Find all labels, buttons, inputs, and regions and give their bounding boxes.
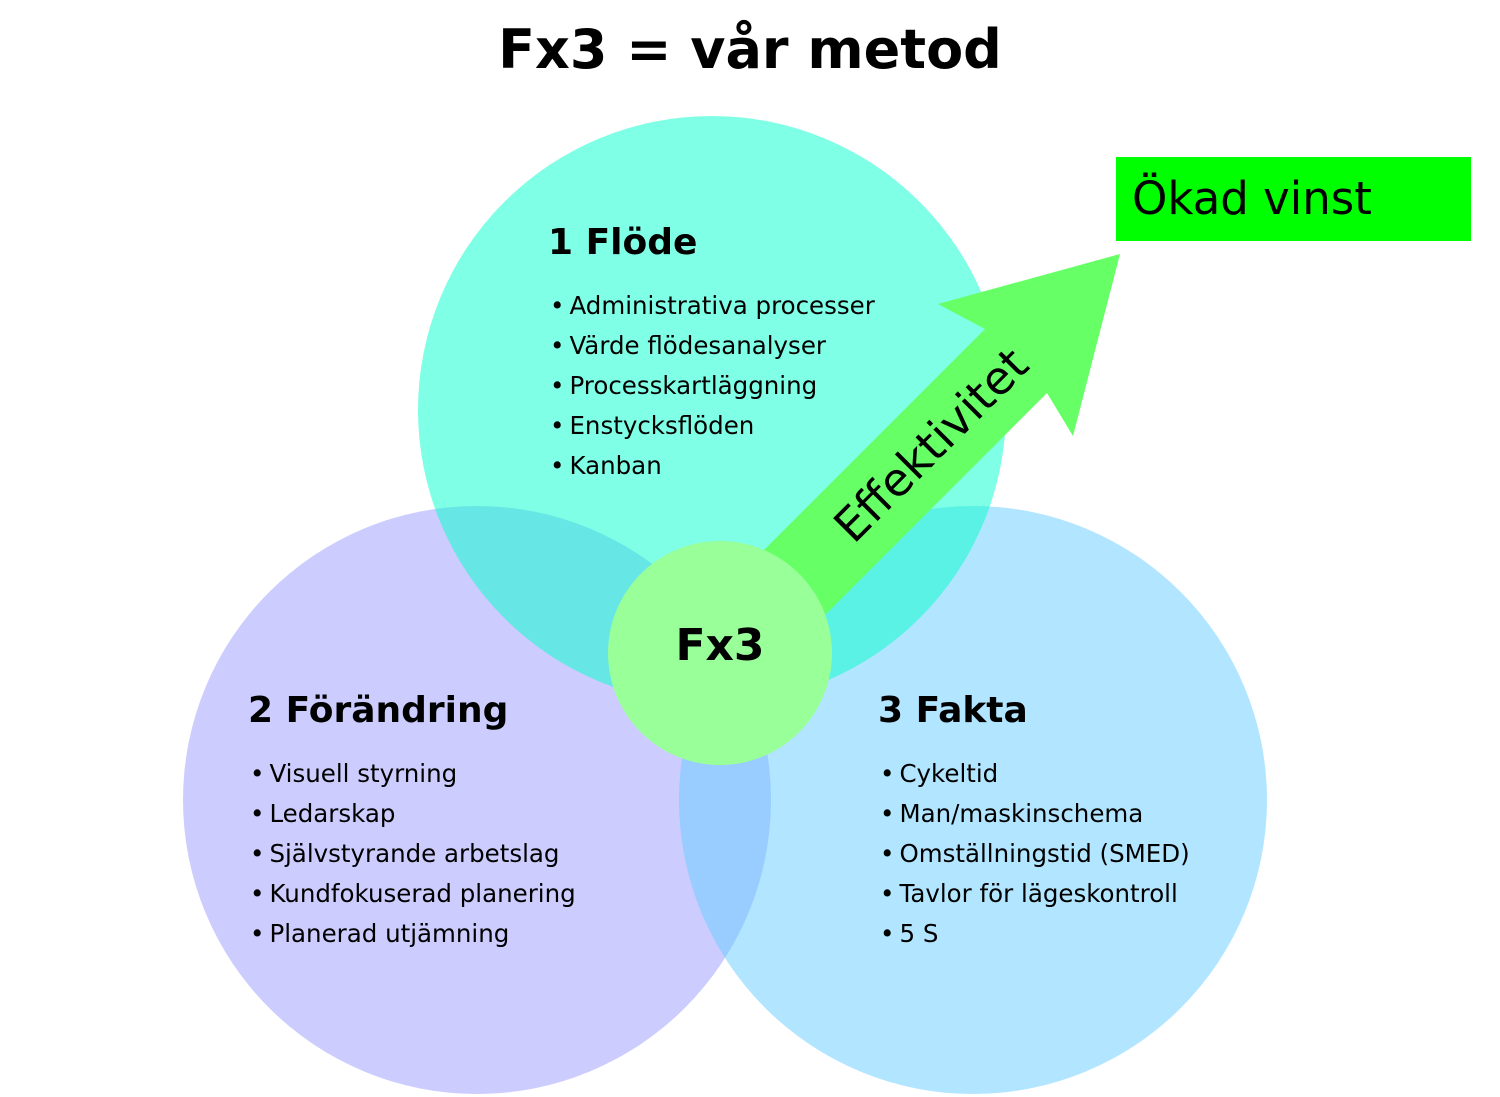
list-item: Kanban <box>550 446 875 486</box>
list-item: Tavlor för lägeskontroll <box>880 874 1190 914</box>
list-item: Enstycksflöden <box>550 406 875 446</box>
list-item: Värde flödesanalyser <box>550 326 875 366</box>
hub-label: Fx3 <box>675 620 765 671</box>
flow-heading: 1 Flöde <box>548 222 698 263</box>
list-item: Självstyrande arbetslag <box>250 834 576 874</box>
list-item: Processkartläggning <box>550 366 875 406</box>
flow-list: Administrativa processer Värde flödesana… <box>550 286 875 486</box>
list-item: Man/maskinschema <box>880 794 1190 834</box>
list-item: Kundfokuserad planering <box>250 874 575 914</box>
list-item: Ledarskap <box>250 794 576 834</box>
center-hub <box>608 541 832 765</box>
change-list: Visuell styrning Ledarskap Självstyrande… <box>250 754 576 954</box>
list-item: 5 S <box>880 914 1190 954</box>
list-item: Planerad utjämning <box>250 914 576 954</box>
efficiency-arrow <box>763 254 1120 615</box>
list-item: Visuell styrning <box>250 754 576 794</box>
change-heading: 2 Förändring <box>248 690 509 731</box>
facts-list: Cykeltid Man/maskinschema Omställningsti… <box>880 754 1190 954</box>
list-item: Administrativa processer <box>550 286 874 326</box>
list-item: Cykeltid <box>880 754 1190 794</box>
outcome-box: Ökad vinst <box>1116 157 1471 241</box>
facts-heading: 3 Fakta <box>878 690 1028 731</box>
list-item: Omställningstid (SMED) <box>880 834 1189 874</box>
page-title: Fx3 = vår metod <box>498 18 1002 81</box>
